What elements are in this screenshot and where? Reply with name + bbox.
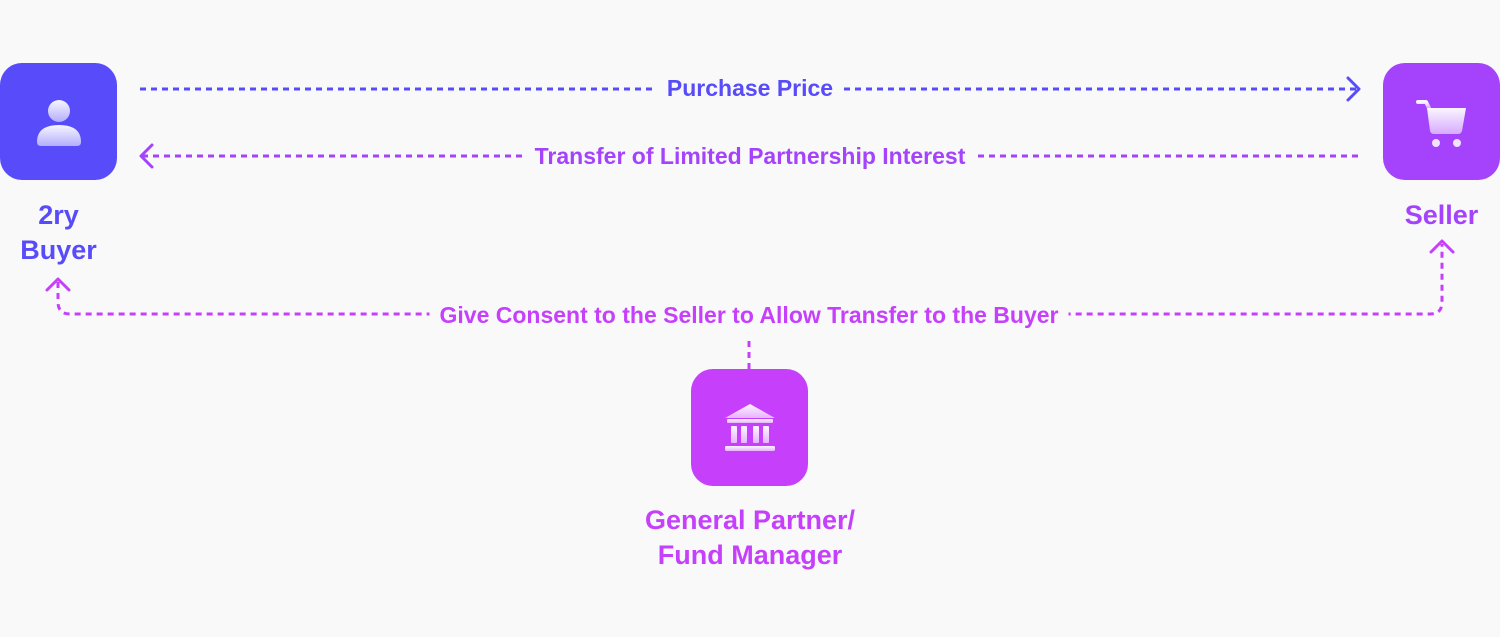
bank-building-icon	[724, 403, 775, 451]
consent-seller-arrowhead	[1429, 239, 1455, 254]
buyer-label: 2ry Buyer	[20, 200, 97, 265]
general-partner-node-tile	[691, 369, 808, 486]
lp-transfer-arrowhead	[139, 143, 154, 169]
user-icon	[36, 99, 81, 146]
general-partner-label: General Partner/ Fund Manager	[644, 505, 856, 570]
lp-transfer-label: Transfer of Limited Partnership Interest	[524, 141, 976, 171]
consent-buyer-arrowhead	[45, 277, 71, 292]
seller-label: Seller	[1404, 200, 1479, 230]
buyer-node-tile	[0, 63, 117, 180]
purchase-price-arrowhead	[1346, 76, 1361, 102]
purchase-price-label: Purchase Price	[656, 73, 844, 103]
seller-node-tile	[1383, 63, 1500, 180]
shopping-cart-icon	[1415, 99, 1466, 147]
consent-label: Give Consent to the Seller to Allow Tran…	[429, 300, 1069, 330]
